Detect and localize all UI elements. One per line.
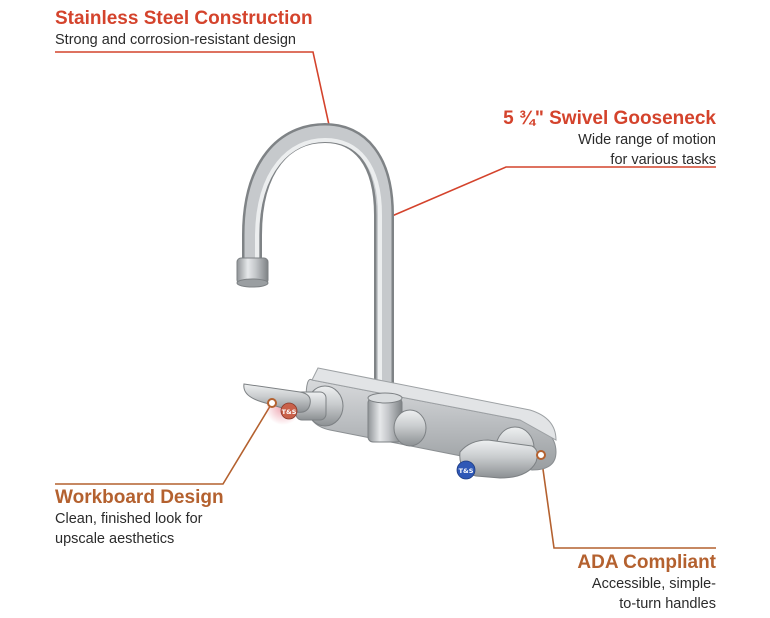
- hot-indicator-logo: T&S: [282, 408, 297, 416]
- leader-workboard: [55, 402, 273, 485]
- hot-indicator: [280, 402, 298, 420]
- callout-title: Stainless Steel Construction: [55, 8, 313, 29]
- gooseneck-spout: [236, 122, 394, 400]
- callout-description-line-1: Wide range of motion: [578, 132, 716, 148]
- callout-description-line-2: to-turn handles: [619, 596, 716, 612]
- callout-description-line-1: Clean, finished look for: [55, 511, 203, 527]
- leader-stainless: [55, 51, 332, 135]
- callout-title: ADA Compliant: [577, 552, 716, 573]
- callout-stainless-steel: Stainless Steel Construction Strong and …: [55, 8, 313, 50]
- callout-description: Strong and corrosion-resistant design: [55, 32, 296, 48]
- callout-workboard-design: Workboard Design Clean, finished look fo…: [55, 487, 224, 549]
- callout-description-line-2: for various tasks: [610, 152, 716, 168]
- cold-lever-handle: T&S: [456, 439, 538, 480]
- callout-pointer-dots: [267, 398, 546, 460]
- callout-swivel-gooseneck: 5 ¾" Swivel Gooseneck Wide range of moti…: [503, 108, 716, 170]
- hot-lever-handle: T&S: [243, 383, 311, 425]
- callout-description-line-2: upscale aesthetics: [55, 531, 175, 547]
- callout-leader-lines: [55, 51, 716, 549]
- callout-description-line-1: Accessible, simple-: [591, 576, 716, 592]
- callout-title: Workboard Design: [55, 487, 224, 508]
- cold-indicator: [456, 460, 476, 480]
- leader-gooseneck: [384, 166, 716, 220]
- callout-title: 5 ¾" Swivel Gooseneck: [503, 108, 716, 129]
- leader-ada: [540, 454, 716, 549]
- cold-indicator-logo: T&S: [459, 467, 474, 475]
- callout-ada-compliant: ADA Compliant Accessible, simple- to-tur…: [577, 552, 716, 614]
